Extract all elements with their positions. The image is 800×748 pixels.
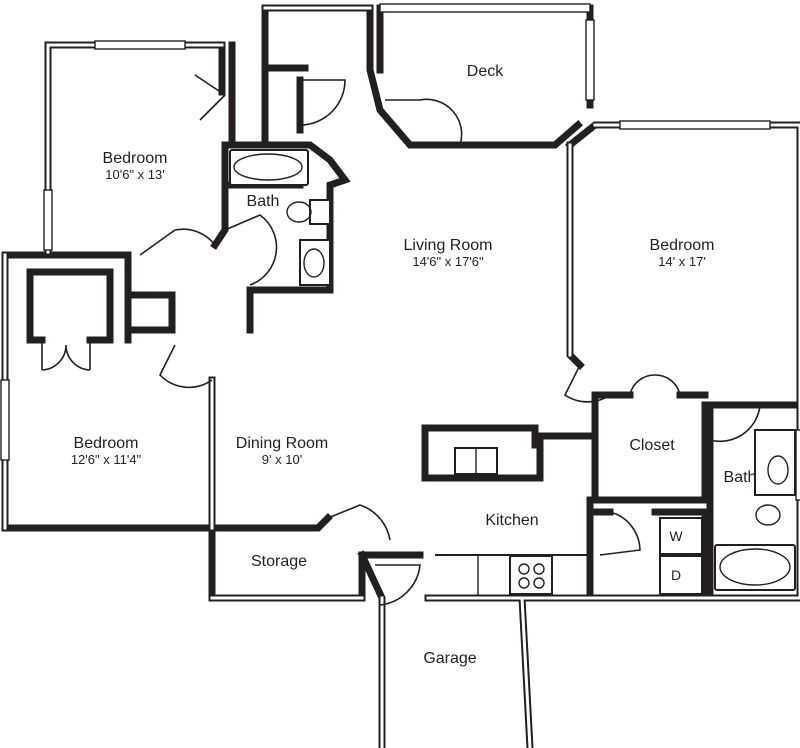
storage-label: Storage: [251, 553, 307, 571]
living-room-label: Living Room 14'6" x 17'6": [404, 237, 493, 270]
room-name: Deck: [466, 63, 504, 80]
room-name: Bath: [723, 469, 757, 486]
room-name: Storage: [250, 553, 308, 570]
door-swing: [327, 504, 391, 541]
bath-east-label: Bath: [724, 469, 757, 487]
door-swing: [385, 98, 463, 146]
windows: [0, 3, 800, 501]
door-swing: [709, 404, 761, 443]
room-name: Bath: [246, 193, 280, 210]
window: [585, 19, 595, 101]
window: [619, 120, 771, 130]
door-swing: [41, 340, 91, 371]
washer-label: W: [669, 528, 683, 544]
bathtub: [714, 544, 796, 591]
door-swing: [194, 74, 226, 121]
exterior-walls: [1, 4, 800, 748]
room-size: 14'6" x 17'6": [412, 254, 484, 270]
fixtures: [229, 149, 796, 595]
door-swing: [299, 79, 346, 126]
wall-cores: [3, 6, 800, 748]
toilet: [309, 199, 331, 225]
bedroom-w-label: Bedroom 12'6" x 11'4": [71, 435, 141, 468]
room-name: Closet: [629, 437, 675, 454]
garage-label: Garage: [423, 650, 476, 668]
door-swing: [629, 374, 681, 396]
window: [795, 429, 800, 501]
deck-label: Deck: [467, 63, 503, 81]
room-name: Garage: [423, 650, 477, 667]
window: [379, 3, 591, 13]
bathtub: [229, 149, 309, 186]
bath-center-label: Bath: [247, 193, 280, 211]
room-name: Bedroom: [649, 237, 715, 254]
door-swing: [563, 364, 611, 403]
room-name: Bedroom: [102, 150, 168, 167]
room-size: 10'6" x 13': [105, 167, 165, 183]
window: [94, 40, 186, 50]
bedroom-nw-label: Bedroom 10'6" x 13': [103, 150, 168, 183]
room-name: Living Room: [403, 237, 493, 254]
room-name: Bedroom: [73, 435, 139, 452]
closet-label: Closet: [629, 437, 674, 455]
door-swing: [159, 344, 213, 389]
kitchen-label: Kitchen: [485, 512, 538, 530]
dryer-label: D: [670, 567, 682, 583]
door-swing: [375, 564, 421, 606]
room-size: 14' x 17': [658, 254, 706, 270]
washer: [659, 517, 703, 555]
door-swing: [139, 228, 216, 256]
window: [43, 189, 53, 251]
window: [0, 379, 10, 461]
door-swing: [599, 511, 641, 556]
vanity: [754, 429, 796, 496]
dryer: [659, 555, 703, 595]
room-name: Kitchen: [485, 512, 539, 529]
doors: [41, 74, 761, 606]
room-name: Dining Room: [235, 435, 329, 452]
room-size: 12'6" x 11'4": [70, 452, 142, 468]
dining-room-label: Dining Room 9' x 10': [236, 435, 328, 468]
bedroom-e-label: Bedroom 14' x 17': [650, 237, 715, 270]
range: [509, 555, 553, 595]
room-size: 9' x 10': [261, 452, 303, 468]
door-swing: [224, 214, 278, 286]
